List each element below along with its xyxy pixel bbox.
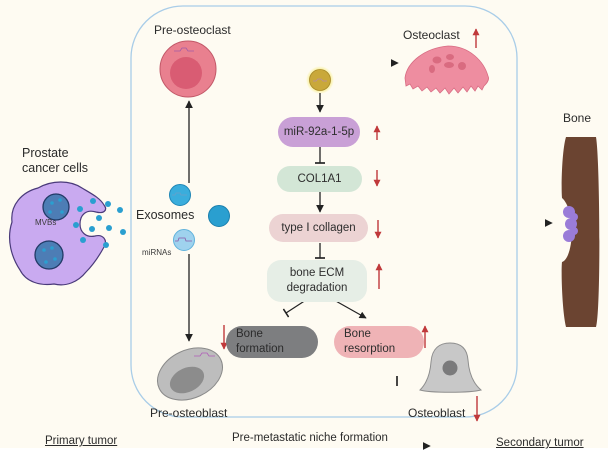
outcome-bone-formation: Bone formation [226,326,318,358]
exosomes-label: Exosomes [136,208,195,222]
outcome-bone-resorption: Bone resorption [334,326,424,358]
niche-boundary [130,5,518,418]
mirnas-label: miRNAs [142,248,172,257]
inhibit-ecm-bone-formation [282,299,307,318]
pre-osteoblast-label: Pre-osteoblast [150,406,228,420]
pathway-node-bone-ecm-degradation: bone ECM degradation [267,260,367,302]
premetastatic-niche-label: Pre-metastatic niche formation [232,432,388,444]
secondary-tumor-label: Secondary tumor [496,437,584,449]
trend-arrows [220,28,481,422]
pathway-node-mir-92a-1-5p: miR-92a-1-5p [278,117,360,147]
exosome-upper [169,184,191,206]
osteoclast-label: Osteoclast [403,28,460,42]
primary-tumor-label: Primary tumor [45,435,118,447]
osteoblast-cell [419,342,483,393]
bone-label: Bone [563,111,592,125]
gold-exosome [306,66,334,94]
mvbs-label: MVBs [35,218,57,227]
prostate-cancer-cell [8,181,126,286]
prostate-cancer-cells-label: Prostate cancer cells [22,146,88,175]
pre-osteoclast-label: Pre-osteoclast [154,23,231,37]
pre-osteoclast-cell [159,40,217,98]
metastatic-cells-in-bone [563,206,578,242]
osteoclast-cell [404,45,489,95]
released-vesicles [73,198,126,248]
pathway-node-type-i-collagen: type Ⅰ collagen [269,214,368,242]
exosome-mirna [173,229,195,251]
mvb-lower [34,240,64,270]
pathway-node-col1a1: COL1A1 [277,166,362,192]
bone-tissue [561,137,600,327]
osteoblast-label: Osteoblast [408,406,466,420]
exosome-right [208,205,230,227]
pre-osteoblast-cell [157,347,223,401]
arrow-ecm-bone-resorption [333,299,367,319]
